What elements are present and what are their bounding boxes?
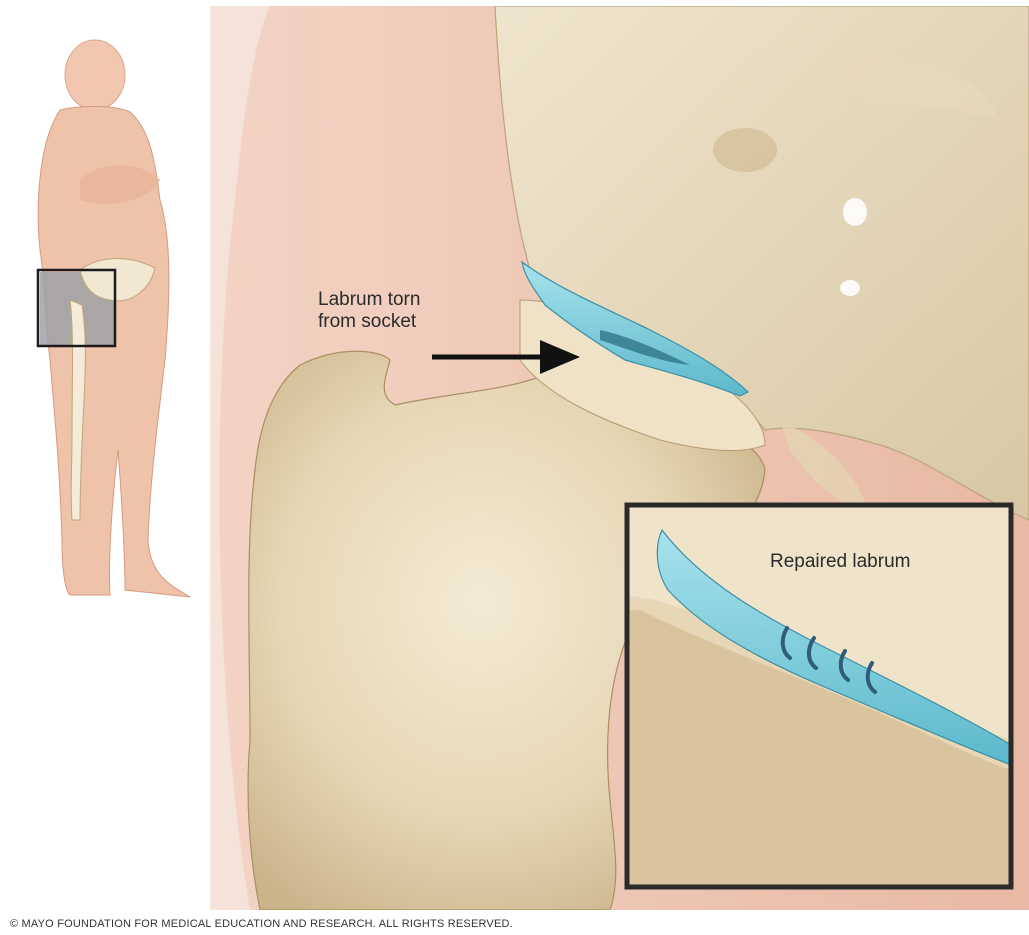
label-torn-line2: from socket (318, 311, 420, 333)
label-torn-labrum: Labrum torn from socket (318, 289, 420, 333)
label-torn-line1: Labrum torn (318, 289, 420, 311)
copyright-notice: © MAYO FOUNDATION FOR MEDICAL EDUCATION … (10, 918, 513, 930)
body-figure (38, 40, 190, 597)
label-repaired-labrum: Repaired labrum (770, 551, 910, 573)
